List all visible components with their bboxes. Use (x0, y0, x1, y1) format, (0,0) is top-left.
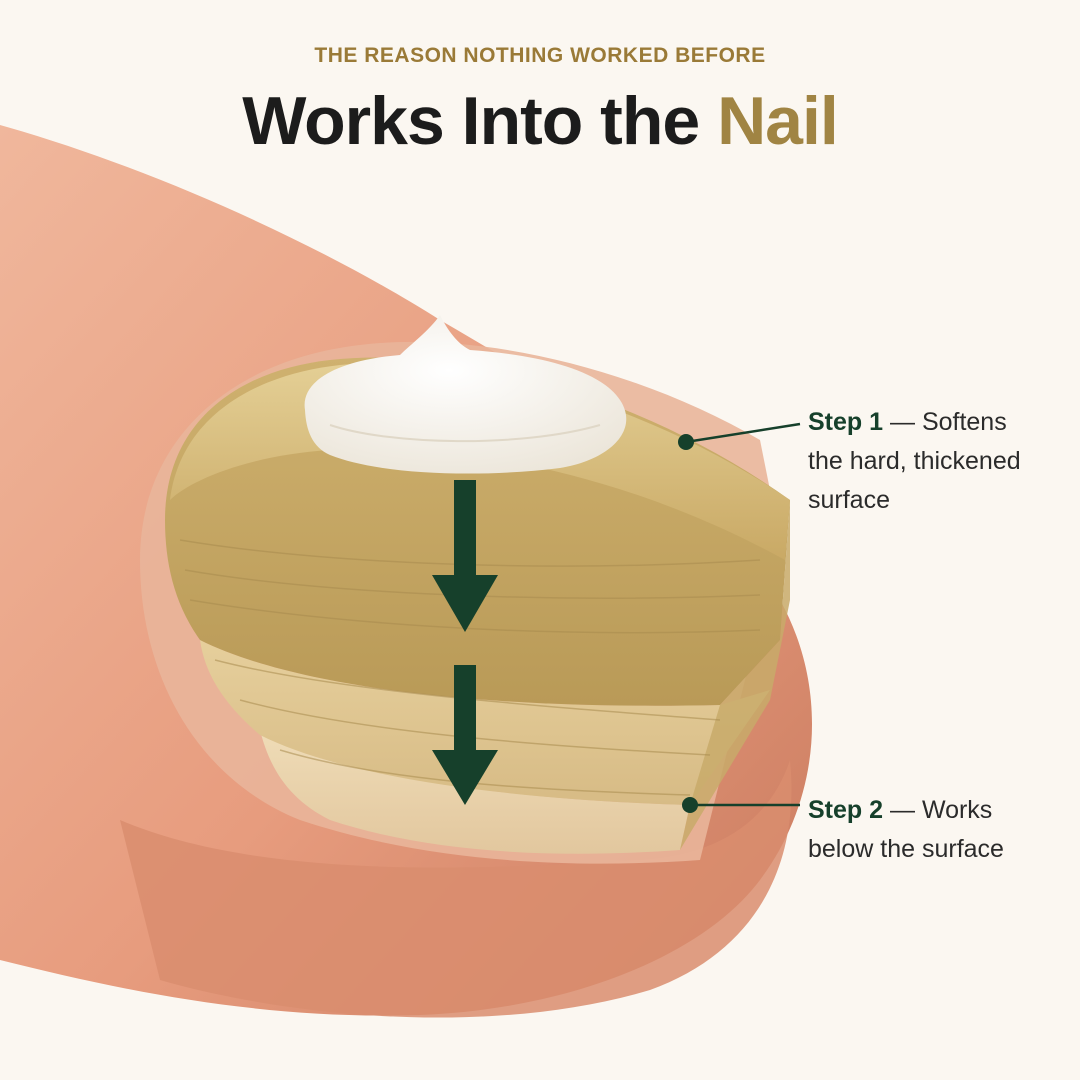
step-separator: — (883, 796, 922, 824)
down-arrow-icon (432, 480, 498, 632)
step-label: Step 2 (808, 796, 884, 824)
callout-step-2: Step 2 — Works below the surface (808, 791, 1068, 869)
leader-dot-icon (678, 434, 694, 450)
cream-dollop-icon (304, 315, 627, 474)
page-title: Works Into the Nail (0, 78, 1080, 164)
step-label: Step 1 (808, 408, 884, 436)
down-arrow-icon (432, 665, 498, 805)
step-text-line-2: the hard, thickened (808, 447, 1021, 475)
headline-accent: Nail (717, 83, 839, 159)
leader-line-step-1 (678, 422, 801, 450)
nail-bottom-layer (260, 730, 690, 854)
nail-cut-face (680, 500, 790, 850)
eyebrow-text: THE REASON NOTHING WORKED BEFORE (314, 44, 766, 67)
step-text-line-1: Softens (921, 408, 1007, 436)
step-separator: — (883, 408, 922, 436)
leader-dot-icon (682, 797, 698, 813)
step-text-line-2: below the surface (808, 835, 1004, 863)
step-text-line-3: surface (808, 486, 890, 514)
nail-middle-layer (200, 640, 770, 805)
leader-line-step-2 (682, 797, 800, 813)
headline-main: Works Into the (242, 83, 718, 159)
toe-tip-skin (120, 760, 792, 1018)
callout-step-1: Step 1 — Softens the hard, thickened sur… (808, 403, 1068, 520)
step-text-line-1: Works (921, 796, 993, 824)
